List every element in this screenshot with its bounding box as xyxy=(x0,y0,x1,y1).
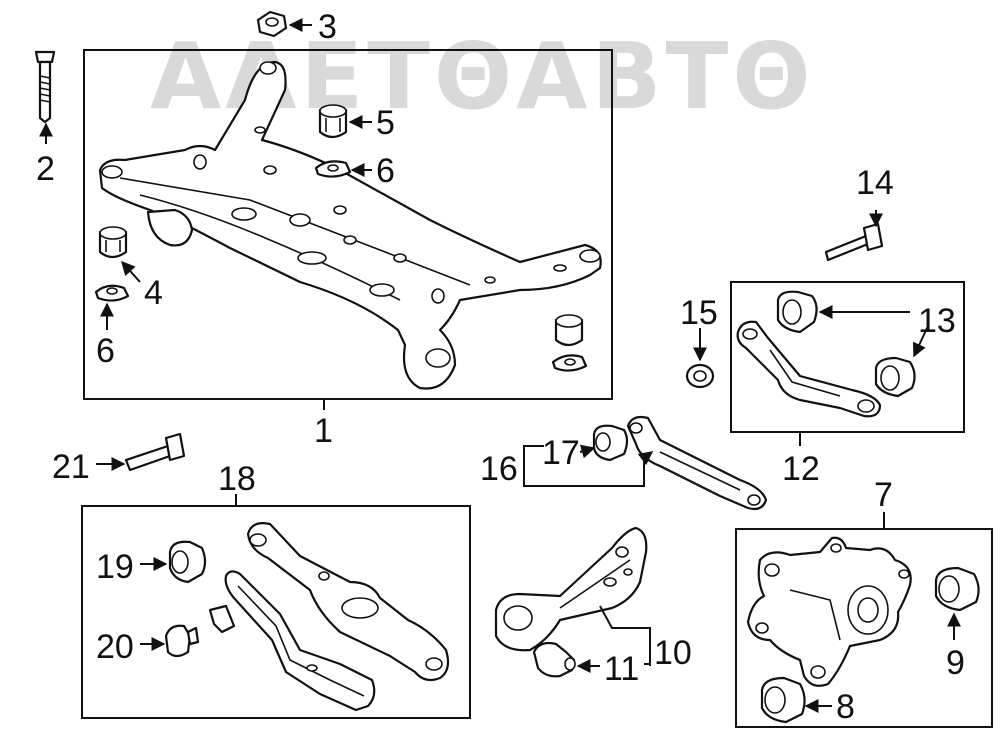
lower-arm-group-box xyxy=(81,505,471,719)
bushing-8-part[interactable] xyxy=(760,676,806,724)
bushing-5-part[interactable] xyxy=(318,104,348,139)
leader-lines xyxy=(39,18,961,713)
bushing-19-part[interactable] xyxy=(168,540,207,584)
washer-right-part[interactable] xyxy=(551,354,588,372)
bushing-13-lower-part[interactable] xyxy=(874,356,916,398)
knuckle-7-part[interactable] xyxy=(746,536,912,687)
lateral-arm-part[interactable] xyxy=(626,415,768,511)
callout-1: 1 xyxy=(314,412,333,450)
callout-15: 15 xyxy=(680,294,718,332)
callout-16: 16 xyxy=(480,450,518,488)
callout-6-lower: 6 xyxy=(96,332,115,370)
nut-3-part[interactable] xyxy=(256,10,288,38)
bolt-21-part[interactable] xyxy=(124,432,186,472)
callout-7: 7 xyxy=(874,476,893,514)
bushing-right-part[interactable] xyxy=(554,314,584,347)
bolt-20-part[interactable] xyxy=(164,624,200,658)
upper-arm-group-box xyxy=(730,281,965,433)
callout-20: 20 xyxy=(96,628,134,666)
callout-17: 17 xyxy=(542,434,580,472)
callout-5: 5 xyxy=(376,104,395,142)
knuckle-group-box xyxy=(735,528,993,728)
callout-6-upper: 6 xyxy=(376,152,395,190)
callout-11: 11 xyxy=(604,650,639,688)
callout-3: 3 xyxy=(318,8,337,46)
bolt-14-part[interactable] xyxy=(824,222,884,262)
bushing-17-part[interactable] xyxy=(592,424,629,462)
washer-6-upper-part[interactable] xyxy=(314,160,352,178)
callout-4: 4 xyxy=(144,274,163,312)
bushing-4-part[interactable] xyxy=(98,226,128,259)
callout-14: 14 xyxy=(856,164,894,202)
callout-2: 2 xyxy=(36,150,55,188)
bolt-2-part[interactable] xyxy=(34,50,56,124)
callout-9: 9 xyxy=(946,644,965,682)
callout-19: 19 xyxy=(96,548,134,586)
trailing-arm-10-part[interactable] xyxy=(494,526,648,652)
callout-13: 13 xyxy=(918,302,956,340)
washer-15-part[interactable] xyxy=(685,363,715,389)
callout-12: 12 xyxy=(782,450,820,488)
washer-6-lower-part[interactable] xyxy=(94,284,130,302)
lower-arm-18-part[interactable] xyxy=(246,522,450,682)
lower-arm-bracket-part[interactable] xyxy=(224,570,376,712)
subframe-group-box xyxy=(83,49,613,400)
upper-control-arm-part[interactable] xyxy=(736,320,882,418)
bushing-9-part[interactable] xyxy=(934,566,980,612)
callout-21: 21 xyxy=(52,448,90,486)
callout-10: 10 xyxy=(654,634,692,672)
clip-part[interactable] xyxy=(208,604,236,634)
callout-18: 18 xyxy=(218,460,256,498)
subframe-crossmember-part[interactable] xyxy=(98,60,602,390)
ball-joint-11-part[interactable] xyxy=(532,641,576,678)
callout-8: 8 xyxy=(836,688,855,726)
bushing-13-upper-part[interactable] xyxy=(776,290,818,334)
